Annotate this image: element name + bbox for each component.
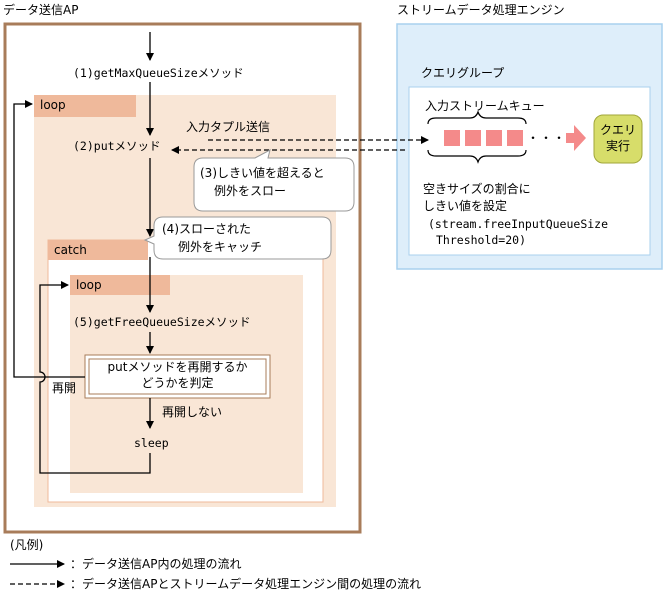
callout-4-line-2: 例外をキャッチ [178,240,263,254]
callout-3-bubble [193,149,355,212]
callout-3-line-1: (3)しきい値を超えると [200,166,325,180]
send-tuple-label: 入力タプル送信 [186,120,271,134]
inner-loop-header [70,275,170,295]
no-resume-label: 再開しない [162,405,223,419]
legend-title: (凡例) [10,538,44,552]
queue-cell [465,130,481,146]
step-2-label: (2)putメソッド [73,139,161,153]
query-exec-label-1: クエリ [599,123,636,137]
engine-title: ストリームデータ処理エンジン [397,3,565,17]
queue-cell [507,130,523,146]
ap-title: データ送信AP [3,3,79,17]
query-group-title: クエリグループ [421,66,505,80]
resume-label: 再開 [52,381,77,395]
sleep-loop-arrow [39,281,151,474]
callout-4-line-1: (4)スローされた [162,222,251,236]
threshold-line-3: (stream.freeInputQueueSize [428,217,609,231]
threshold-line-4: Threshold=20) [436,233,527,247]
resume-loop-arrow [13,100,85,378]
threshold-line-1: 空きサイズの割合に [423,182,531,196]
threshold-line-2: しきい値を設定 [423,199,508,213]
queue-brace-top [427,110,527,125]
step-5-label: (5)getFreeQueueSizeメソッド [73,315,251,329]
callout-4-bubble [143,216,332,260]
query-exec-label-2: 実行 [605,139,630,153]
legend-dashed-label: ：データ送信APとストリームデータ処理エンジン間の処理の流れ [70,577,422,591]
catch-header [48,240,148,260]
input-queue-label: 入力ストリームキュー [425,99,545,113]
outer-loop-label: loop [40,98,66,112]
query-exec-box [593,114,643,164]
outer-loop-header [34,95,136,117]
decision-label-2: どうかを判定 [141,376,214,390]
decision-label-1: putメソッドを再開するか [107,360,248,374]
queue-brace-bottom [427,149,527,164]
queue-to-query-arrow [566,125,586,151]
callout-3-line-2: 例外をスロー [214,184,287,198]
sleep-label: sleep [134,436,169,450]
queue-cell [444,130,460,146]
queue-cell [486,130,502,146]
catch-label: catch [54,243,87,257]
step-1-label: (1)getMaxQueueSizeメソッド [73,66,244,80]
queue-dots: ・・・ [527,131,567,145]
legend-solid-label: ：データ送信AP内の処理の流れ [70,557,242,571]
inner-loop-label: loop [76,278,102,292]
